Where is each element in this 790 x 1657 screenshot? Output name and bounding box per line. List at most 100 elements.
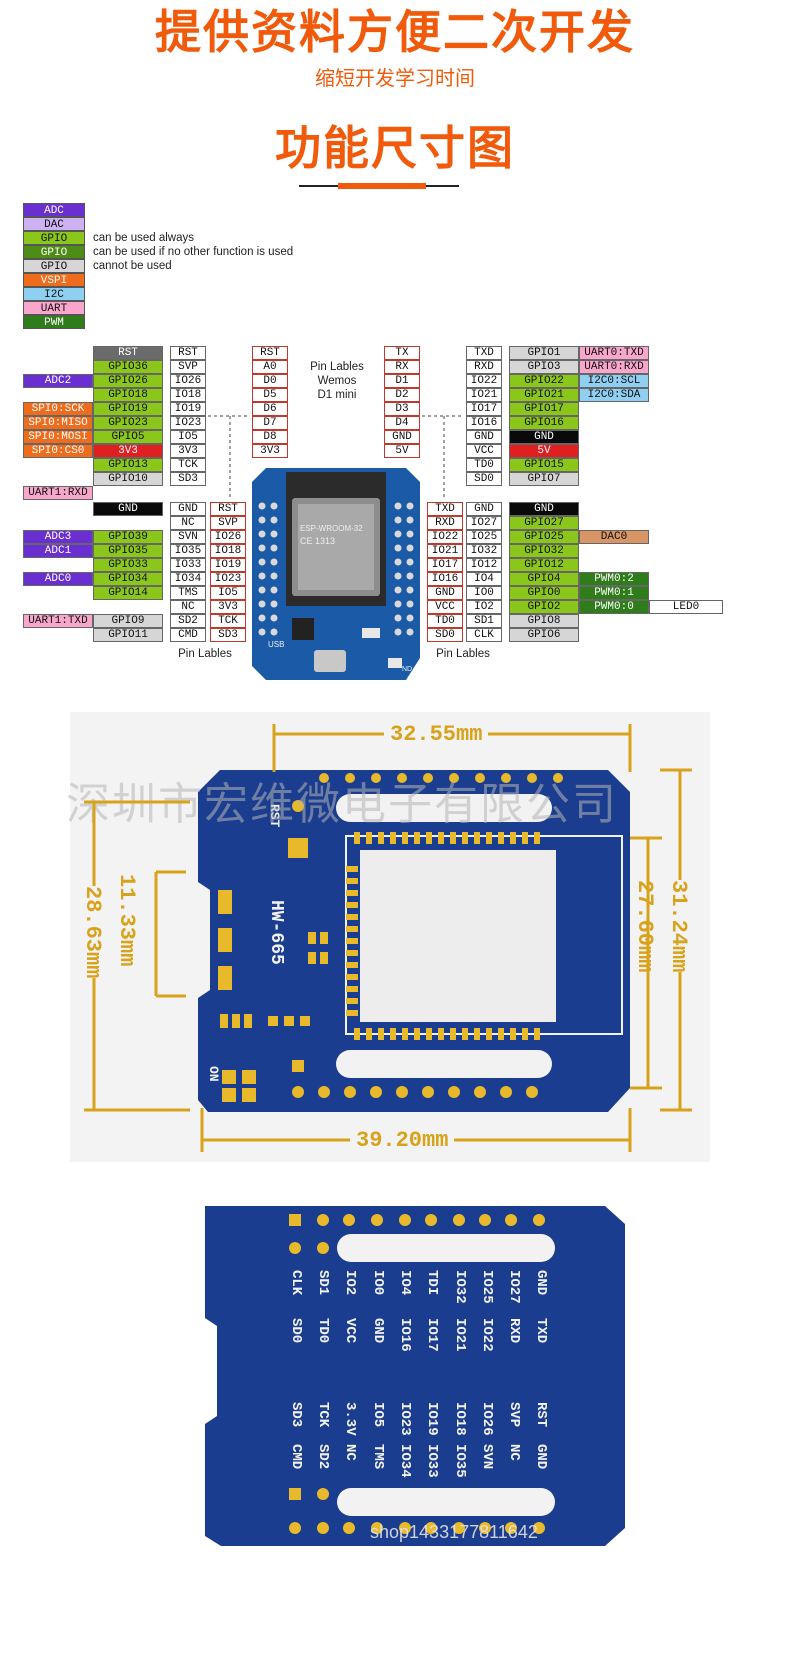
pin-label: GPIO18 [93,388,163,402]
pin-label: GND [509,430,579,444]
pin-labels-caption: Pin Lables [178,648,232,660]
pin-label: D0 [252,374,288,388]
led-label: LED0 [649,600,723,614]
back-pin-label: IO22 [479,1318,495,1352]
pin-label: SD1 [466,614,502,628]
pin-label: ADC1 [23,544,93,558]
pin-label: IO12 [466,558,502,572]
pin-label: CLK [466,628,502,642]
pin-label: IO23 [210,572,246,586]
pin-label: TCK [210,614,246,628]
pin-label: IO35 [170,544,206,558]
pin-label: RST [210,502,246,516]
pin-label: 3V3 [93,444,163,458]
pin-label: GPIO19 [93,402,163,416]
pin-label: GPIO14 [93,586,163,600]
pin-label: I2C0:SDA [579,388,649,402]
pin-label: GPIO21 [509,388,579,402]
pin-label: GPIO36 [93,360,163,374]
back-pin-label: SVN [479,1444,495,1470]
pin-label: IO17 [427,558,463,572]
pin-label: RST [93,346,163,360]
pin-label: IO23 [170,416,206,430]
pin-label: D1 [384,374,420,388]
pin-label: I2C0:SCL [579,374,649,388]
pin-label: GPIO35 [93,544,163,558]
pin-label: NC [170,516,206,530]
back-pin-label: SVP [506,1402,522,1428]
back-pin-label: TD0 [315,1318,331,1344]
back-pin-label: SD1 [315,1270,331,1296]
pin-label: 5V [509,444,579,458]
title-underline-accent [338,183,426,189]
board-photo [252,468,420,680]
pin-label: GPIO15 [509,458,579,472]
board-back [205,1206,625,1546]
pin-label: GPIO6 [509,628,579,642]
usb-label: USB [268,640,285,649]
pin-label: UART1:RXD [23,486,93,500]
pin-label: ADC0 [23,572,93,586]
back-pin-label: IO16 [397,1318,413,1352]
pin-label: GPIO11 [93,628,163,642]
pin-label: IO5 [210,586,246,600]
back-pin-label: SD0 [288,1318,304,1344]
legend-tag: VSPI [23,273,85,287]
pin-label: CMD [170,628,206,642]
pin-labels-caption: Pin Lables [436,648,490,660]
board-model-label: HW-665 [266,900,286,965]
pin-label: GND [466,430,502,444]
pin-label: D6 [252,402,288,416]
pin-label: 5V [384,444,420,458]
back-pin-label: IO4 [397,1270,413,1296]
pin-label: GPIO4 [509,572,579,586]
legend-tag: GPIO [23,259,85,273]
pin-label: IO16 [466,416,502,430]
back-pin-label: GND [533,1444,549,1470]
legend-tag: GPIO [23,245,85,259]
module-sublabel: CE 1313 [300,536,336,546]
pin-label: GPIO13 [93,458,163,472]
pin-label: GPIO1 [509,346,579,360]
pin-label: GND [170,502,206,516]
pin-label: SPI0:MISO [23,416,93,430]
back-pin-label: IO23 [397,1402,413,1436]
back-pin-label: IO0 [370,1270,386,1296]
legend-tag: UART [23,301,85,315]
pin-label: 3V3 [210,600,246,614]
pin-label: SD3 [210,628,246,642]
pin-label: IO2 [466,600,502,614]
pin-label: GPIO23 [93,416,163,430]
pin-label: PWM0:1 [579,586,649,600]
back-pin-label: TDI [424,1270,440,1296]
pin-label: IO25 [466,530,502,544]
pin-label: GND [384,430,420,444]
pin-label: SVN [170,530,206,544]
dim-width-top: 32.55mm [384,722,489,747]
pin-label: IO5 [170,430,206,444]
back-pin-label: NC [506,1444,522,1461]
pin-label: TMS [170,586,206,600]
back-pin-label: IO2 [342,1270,358,1296]
pin-label: IO0 [466,586,502,600]
pin-label: IO32 [466,544,502,558]
pin-label: UART1:TXD [23,614,93,628]
pin-label: GPIO7 [509,472,579,486]
pin-label: GPIO26 [93,374,163,388]
dimension-lines [84,724,692,1152]
back-pin-label: IO27 [506,1270,522,1304]
legend-description: can be used always [93,232,195,244]
module-label: ESP-WROOM-32 [300,524,363,533]
pin-label: UART0:RXD [579,360,649,374]
back-pin-label: RST [533,1402,549,1428]
pin-label: GPIO25 [509,530,579,544]
pin-label: GPIO33 [93,558,163,572]
pin-label: GPIO5 [93,430,163,444]
back-pin-label: NC [342,1444,358,1461]
back-pin-label: VCC [342,1318,358,1344]
pin-label: GPIO34 [93,572,163,586]
back-pin-label: IO35 [452,1444,468,1478]
pin-label: TXD [427,502,463,516]
pin-label: SVP [170,360,206,374]
pin-label: GPIO27 [509,516,579,530]
